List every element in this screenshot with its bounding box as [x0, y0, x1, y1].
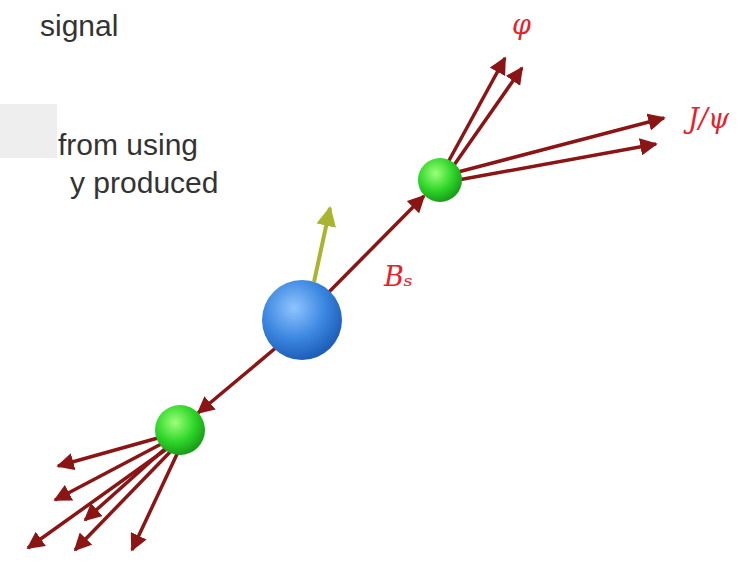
slide-text: signal	[40, 9, 118, 42]
particle-label: φ	[512, 10, 531, 40]
particle-label: J/ψ	[688, 104, 729, 134]
decay-vertex	[155, 405, 205, 455]
bs-meson	[262, 280, 342, 360]
spin-arrow	[314, 208, 330, 282]
decay-vertex	[418, 158, 462, 202]
slide-text: from using	[58, 128, 198, 161]
decay-arrows	[28, 58, 664, 550]
slide-panel	[0, 104, 57, 158]
slide-text: y produced	[70, 166, 218, 199]
particle-label: Bₛ	[384, 262, 413, 292]
